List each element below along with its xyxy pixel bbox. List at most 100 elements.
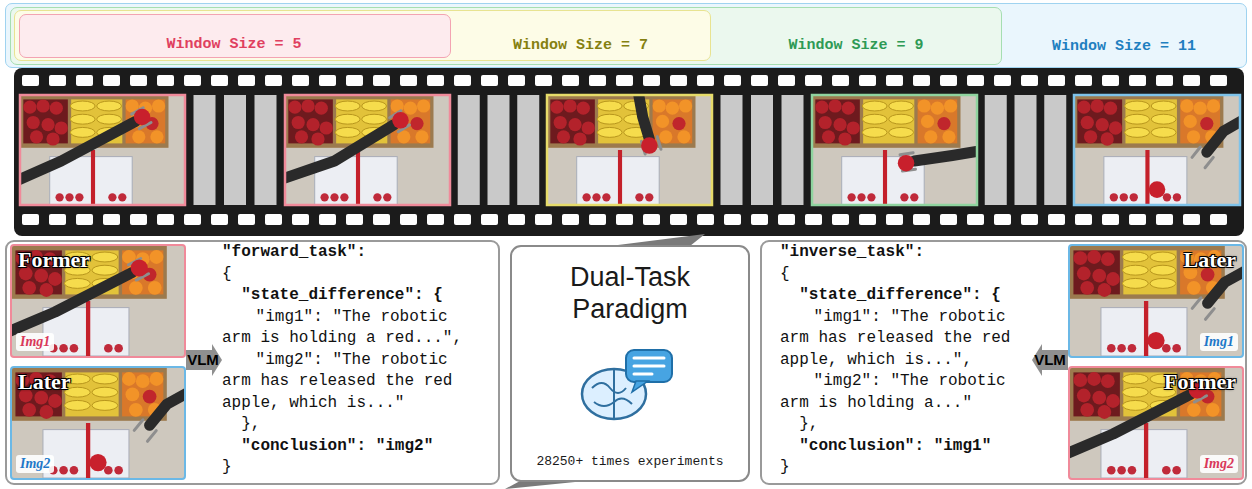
code-line: "state_difference": { [799, 285, 1044, 307]
sprocket-hole [265, 214, 282, 225]
apple [568, 118, 581, 131]
apple [1096, 118, 1109, 131]
orange [942, 130, 955, 143]
sprocket-hole [940, 214, 957, 225]
sprocket-hole [670, 214, 687, 225]
apple [838, 132, 851, 145]
banana [1151, 127, 1176, 137]
apple [1109, 121, 1122, 134]
banana [1122, 252, 1148, 262]
photo [1070, 368, 1242, 478]
banana [70, 127, 95, 137]
sprocket-hole [319, 214, 336, 225]
apple [550, 101, 563, 114]
banana [92, 400, 118, 410]
code-line: { [780, 264, 1025, 286]
apple [815, 101, 828, 114]
apple [37, 99, 50, 112]
film-frame-gap [782, 95, 804, 205]
sprocket-hole [373, 75, 390, 86]
berry [104, 466, 113, 475]
sprocket-hole [265, 75, 282, 86]
banana [64, 278, 90, 288]
robot-arm [1208, 268, 1242, 303]
apple [1077, 267, 1091, 281]
sprocket-hole [103, 214, 120, 225]
task-panel: "inverse_task":{"state_difference": {"im… [760, 240, 1247, 485]
banana [362, 101, 387, 111]
banana [97, 114, 122, 124]
speech-line [634, 365, 664, 368]
orange [417, 99, 430, 112]
sprocket-hole [238, 214, 255, 225]
sprocket-hole [886, 75, 903, 86]
sprocket-hole [481, 75, 498, 86]
banana [70, 101, 95, 111]
berry [104, 344, 113, 353]
fruit-crate [547, 95, 696, 148]
orange [148, 281, 162, 295]
berry [1128, 344, 1137, 353]
image-frame: LaterImg1 [1068, 244, 1244, 358]
code-line: }, [799, 414, 1044, 436]
sprocket-hole [616, 75, 633, 86]
red-apple [1147, 332, 1164, 349]
apple-tray [815, 99, 860, 143]
berry [70, 466, 79, 475]
photo [12, 368, 184, 478]
sprocket-hole [913, 214, 930, 225]
red-apple [134, 109, 151, 126]
apple [22, 403, 36, 417]
sprocket-hole [1075, 214, 1092, 225]
berry [75, 193, 83, 201]
model-label: VLM [187, 351, 219, 368]
orange [672, 117, 685, 130]
film-frame-gap [751, 95, 773, 205]
sprocket-hole [994, 75, 1011, 86]
sprocket-hole [859, 75, 876, 86]
window-band: Window Size = 11Window Size = 9Window Si… [5, 3, 1247, 68]
window-size-label: Window Size = 5 [166, 36, 301, 53]
sprocket-hole [400, 75, 417, 86]
film-frame-gap [224, 95, 246, 205]
banana-tray [65, 372, 118, 416]
sprocket-hole [589, 214, 606, 225]
banana [1122, 387, 1148, 397]
banana [1122, 278, 1148, 288]
orange [126, 388, 140, 402]
orange [653, 99, 666, 112]
sprocket-hole [913, 75, 930, 86]
apple-tray [1077, 99, 1122, 143]
vlm-arrow [1032, 344, 1068, 376]
banana [889, 127, 914, 137]
berry [340, 193, 348, 201]
sprocket-hole [562, 75, 579, 86]
berry [1107, 344, 1116, 353]
sprocket-hole [832, 214, 849, 225]
frame-order-label: Former [18, 247, 90, 272]
banana [597, 114, 622, 124]
orange [1200, 117, 1213, 130]
photo-frame [1074, 95, 1240, 205]
film-frame-gap [458, 95, 480, 205]
banana [597, 127, 622, 137]
code-line: "conclusion": "img2" [241, 436, 486, 458]
apple [27, 116, 40, 129]
banana [70, 114, 95, 124]
orange [666, 102, 679, 115]
apple [842, 102, 855, 115]
banana [889, 101, 914, 111]
frame-order-label: Later [18, 369, 71, 394]
apple [577, 102, 590, 115]
berry [867, 193, 875, 201]
sprocket-hole [1183, 75, 1200, 86]
sprocket-hole [49, 75, 66, 86]
sprocket-hole [508, 214, 525, 225]
banana [1150, 278, 1176, 288]
red-pole [618, 150, 622, 205]
film-frame-gap [194, 95, 216, 205]
berry [1163, 193, 1171, 201]
sprocket-hole [1129, 214, 1146, 225]
berry [1128, 466, 1137, 475]
